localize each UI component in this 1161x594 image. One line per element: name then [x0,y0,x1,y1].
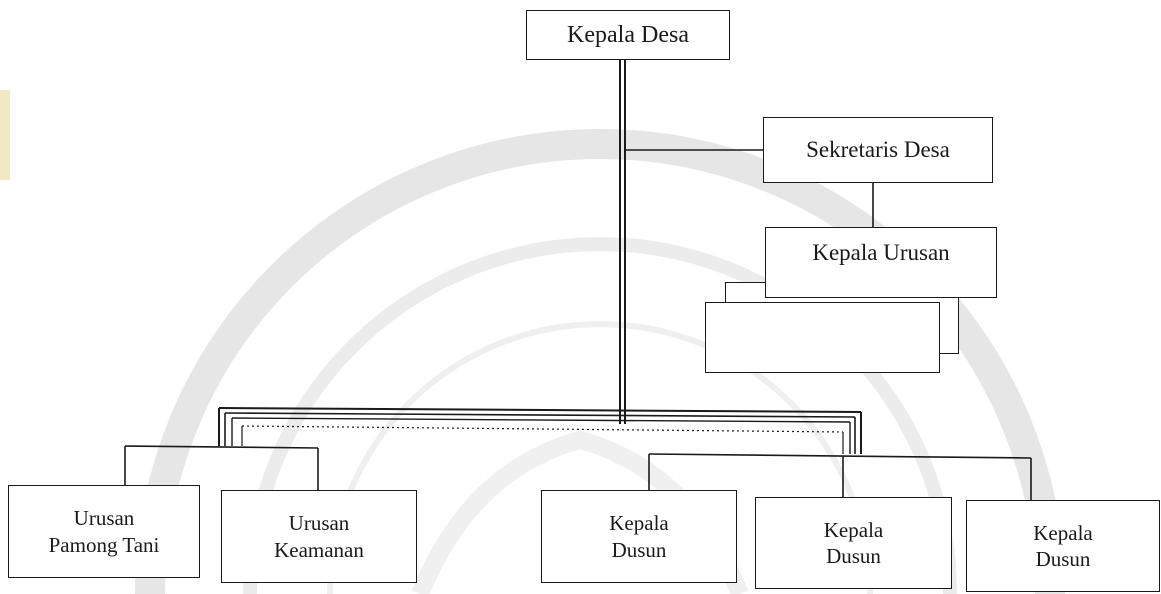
node-label-line-1: Urusan [288,511,350,536]
node-label-line-2: Dusun [1035,547,1091,571]
node-kepala-dusun-2: Kepala Dusun [755,497,952,589]
node-kepala-urusan: Kepala Urusan [765,227,997,298]
node-label-line-1: Kepala [823,517,884,542]
node-sekretaris-desa: Sekretaris Desa [763,117,993,183]
bus-dotted-line [241,425,844,433]
node-urusan-keamanan: Urusan Keamanan [221,490,417,583]
node-label-line-2: Keamanan [274,537,364,562]
node-kepala-desa: Kepala Desa [526,10,730,60]
node-label: Kepala Desa [567,22,689,48]
node-kepala-urusan-stack-2 [705,302,940,373]
urusan-bar [124,445,319,449]
node-label-line-2: Dusun [826,544,881,568]
node-kepala-dusun-3: Kepala Dusun [966,500,1160,592]
dusun-bar [648,453,1032,459]
node-kepala-dusun-1: Kepala Dusun [541,490,737,583]
bus-line-2 [224,412,856,418]
watermark-left-accent [0,90,10,180]
node-label-line-1: Kepala [609,511,669,536]
bus-line-1 [218,407,862,413]
node-label-line-2: Pamong Tani [48,532,160,557]
bus-line-3 [231,417,851,423]
watermark-inner-arc [243,237,957,594]
watermark-outer-arc [135,129,1065,594]
node-label-line-1: Urusan [73,506,135,531]
node-urusan-pamong-tani: Urusan Pamong Tani [8,485,200,578]
node-label-line-1: Kepala [1033,520,1093,545]
node-label-line-2: Dusun [611,537,667,562]
watermark-ring-arc [327,321,873,594]
node-label: Kepala Urusan [812,240,950,265]
node-label: Sekretaris Desa [806,136,950,162]
